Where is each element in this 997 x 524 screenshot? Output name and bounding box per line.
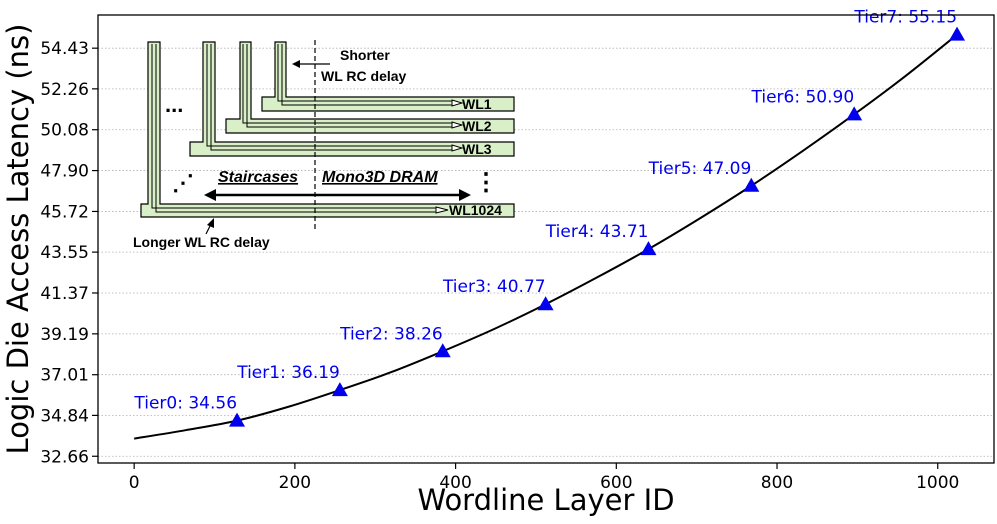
ellipsis-diagonal: ⋰ [172, 170, 194, 195]
wordline-2-strip [225, 41, 515, 134]
x-tick-label: 400 [439, 473, 471, 493]
x-tick-label: 800 [761, 473, 793, 493]
longer-delay-arrowhead [207, 218, 214, 228]
wordline-1024-trace [151, 44, 440, 213]
tier-value-label: Tier5: 47.09 [648, 159, 752, 179]
tier-marker [434, 343, 451, 358]
wordline-label-3: WL3 [462, 141, 492, 157]
wordline-2-trace [242, 44, 455, 128]
tier-value-label: Tier2: 38.26 [339, 324, 443, 344]
tier-value-label: Tier3: 40.77 [442, 277, 546, 297]
ellipsis-vertical: ⋮ [474, 169, 498, 196]
region-arrow-right-head [459, 189, 471, 201]
y-tick-label: 37.01 [40, 366, 89, 386]
tier-value-label: Tier6: 50.90 [751, 87, 855, 107]
wordline-label-1: WL1 [462, 96, 492, 112]
wordline-3-strip [189, 41, 515, 157]
x-axis-title: Wordline Layer ID [417, 483, 674, 517]
wordline-label-2: WL2 [462, 118, 492, 134]
wordline-2-arrowhead [451, 121, 464, 129]
y-tick-label: 39.19 [40, 325, 89, 345]
y-tick-label: 32.66 [40, 447, 89, 467]
y-axis-ticks: 32.66 34.84 37.01 39.19 41.37 43.55 45.72 47.90… [40, 39, 98, 467]
x-tick-label: 200 [279, 473, 311, 493]
mono3d-label: Mono3D DRAM [322, 169, 438, 186]
y-tick-label: 50.08 [40, 121, 89, 141]
tier-marker [537, 296, 554, 311]
wordline-1-trace [277, 44, 455, 106]
x-axis-ticks: 0 200 400 600 800 1000 [129, 463, 959, 493]
wordline-1024-arrowhead [435, 206, 449, 214]
tier-marker [846, 106, 863, 121]
tier-value-label: Tier1: 36.19 [236, 363, 340, 383]
x-tick-label: 0 [129, 473, 140, 493]
staircases-label: Staircases [218, 169, 298, 186]
tier-marker [229, 412, 246, 427]
x-tick-label: 600 [600, 473, 632, 493]
tier-marker [949, 26, 966, 41]
wordline-3-trace [206, 44, 455, 151]
tier-value-label: Tier0: 34.56 [133, 394, 237, 414]
y-tick-label: 34.84 [40, 406, 89, 426]
region-arrow-left-head [204, 189, 216, 201]
plot-frame [97, 14, 995, 464]
shorter-delay-label-line2: WL RC delay [321, 68, 407, 84]
shorter-delay-arrowhead [292, 60, 300, 68]
wordline-schematic-inset: WL1 WL2 WL3 WL1024 Shorter WL RC delay L… [133, 40, 515, 250]
y-tick-label: 43.55 [40, 243, 89, 263]
wordline-label-1024: WL1024 [449, 202, 502, 218]
tier-marker [640, 241, 657, 256]
tier-marker [743, 177, 760, 192]
x-tick-label: 1000 [916, 473, 959, 493]
tier-labels: Tier0: 34.56 Tier1: 36.19 Tier2: 38.26 Tier… [133, 8, 957, 414]
wordline-3-arrowhead [451, 144, 464, 152]
y-tick-label: 52.26 [40, 80, 89, 100]
wordline-1024-strip [140, 41, 515, 218]
tier-value-label: Tier4: 43.71 [545, 222, 649, 242]
y-tick-label: 41.37 [40, 284, 89, 304]
wordline-1-strip [261, 41, 515, 112]
tier-markers [229, 26, 966, 427]
longer-delay-label: Longer WL RC delay [133, 234, 270, 250]
wordline-1-arrowhead [451, 99, 464, 107]
y-tick-label: 45.72 [40, 202, 89, 222]
y-axis-title: Logic Die Access Latency (ns) [1, 24, 35, 455]
tier-value-label: Tier7: 55.15 [853, 8, 957, 28]
ellipsis-horizontal: ... [165, 92, 183, 117]
shorter-delay-label: Shorter [340, 47, 390, 63]
y-tick-label: 54.43 [40, 39, 89, 59]
grid-lines [98, 47, 994, 457]
y-tick-label: 47.90 [40, 162, 89, 182]
tier-marker [331, 382, 348, 397]
